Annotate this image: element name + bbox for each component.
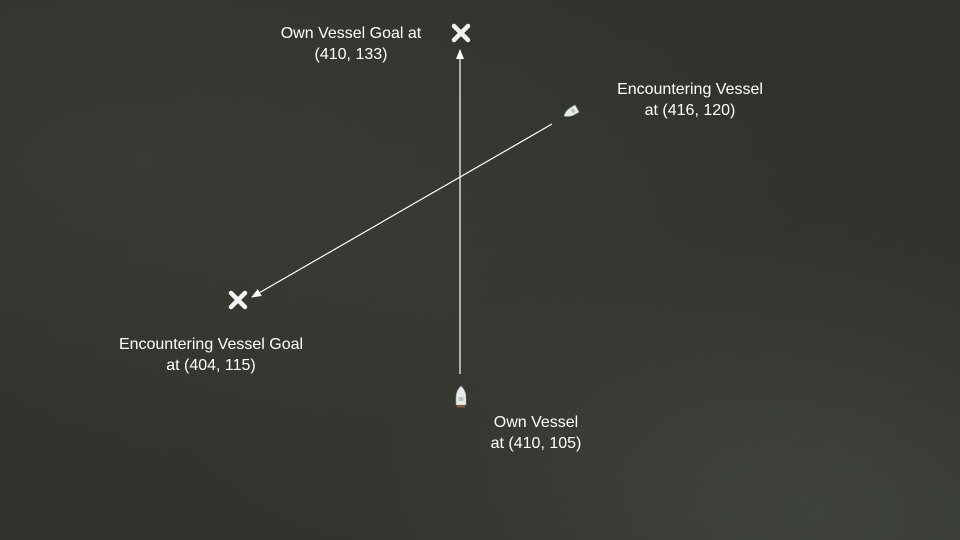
own-vessel-goal-label-line2: (410, 133): [314, 46, 388, 63]
own-vessel-goal-x-mark-icon: [451, 23, 471, 43]
encountering-vessel-goal-label-line1: Encountering Vessel Goal: [118, 336, 304, 353]
own-vessel-label-line2: at (410, 105): [490, 435, 582, 452]
encountering-vessel-label-line1: Encountering Vessel: [617, 81, 763, 98]
encountering-vessel-label: Encountering Vessel at (416, 120): [595, 79, 785, 121]
own-vessel-goal-label: Own Vessel Goal at (410, 133): [261, 23, 441, 65]
encountering-vessel-goal-x-mark-icon: [228, 290, 248, 310]
encountering-vessel-boat-icon: [563, 104, 580, 117]
encountering-vessel-label-line2: at (416, 120): [644, 102, 736, 119]
own-vessel-goal-label-line1: Own Vessel Goal at: [280, 25, 422, 42]
encountering-vessel-goal-label-line2: at (404, 115): [166, 357, 256, 374]
encountering-vessel-path-arrow: [251, 123, 553, 298]
encountering-vessel-goal-label: Encountering Vessel Goal at (404, 115): [96, 334, 326, 376]
own-vessel-label: Own Vessel at (410, 105): [476, 412, 596, 454]
own-vessel-label-line1: Own Vessel: [493, 414, 579, 431]
own-vessel-boat-icon: [455, 385, 467, 408]
